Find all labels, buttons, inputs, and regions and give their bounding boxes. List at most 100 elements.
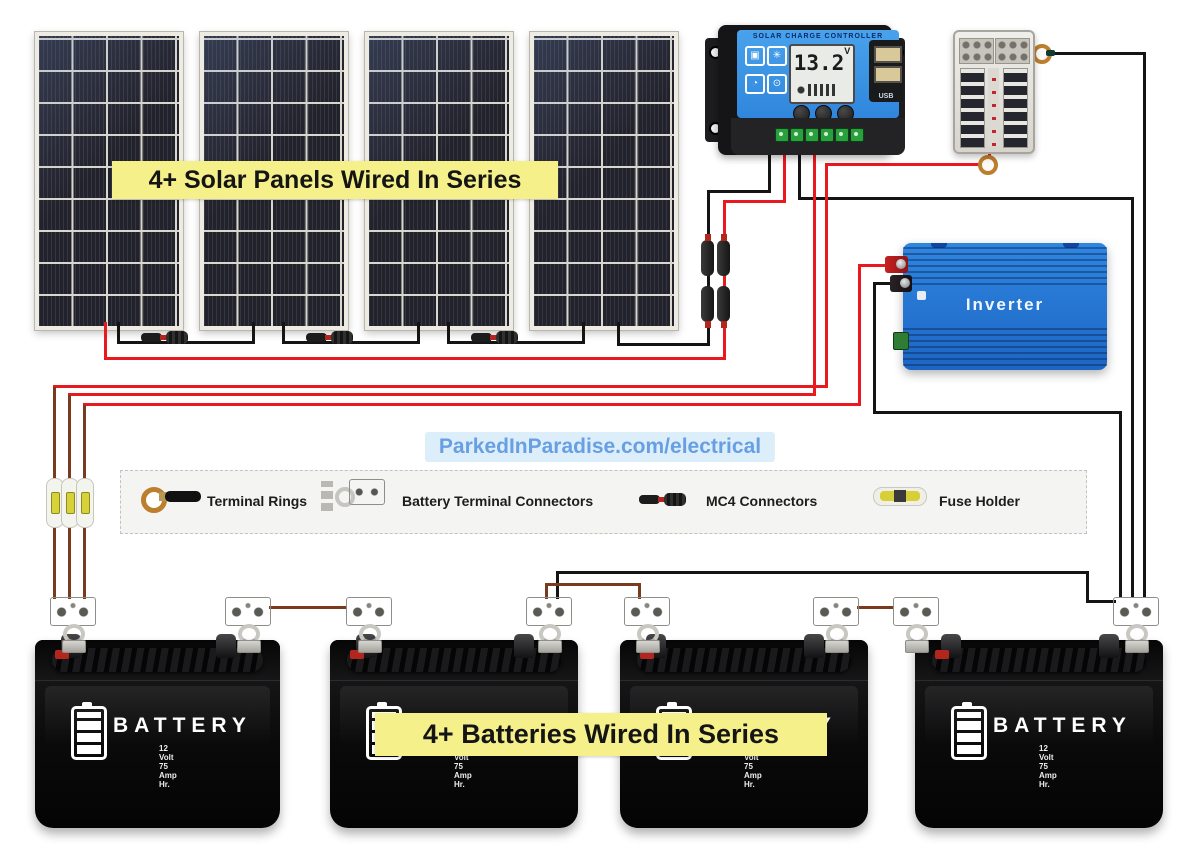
ring-crimp-icon (1046, 50, 1055, 56)
wire-series-b3-down (638, 583, 641, 599)
wire-fuseblock-positive-drop (825, 163, 828, 388)
wire-controller-pv-positive (783, 152, 786, 203)
mc4-connector (701, 286, 714, 328)
wire-panel3-positive (417, 322, 420, 344)
wire-panel2-positive (252, 322, 255, 344)
mc4-tip-icon (160, 335, 167, 340)
usb-label: USB (878, 93, 894, 100)
wire-fuseblock-negative (1050, 52, 1146, 55)
mc4-connector (717, 286, 730, 328)
wire-pv-positive-to-controller (723, 200, 785, 203)
wire-fuseblock-positive (825, 163, 985, 166)
inverter-logo-icon (917, 291, 926, 300)
battery-name: BATTERY (113, 714, 252, 737)
mc4-male-icon (471, 333, 492, 342)
mcu-icon: ▣ (745, 46, 765, 66)
wire-series-b3-b4 (857, 606, 893, 609)
connector-foot (237, 640, 261, 653)
fuseblock-terminals-right (995, 38, 1030, 64)
usb-port-icon[interactable] (874, 66, 902, 83)
battery-4: BATTERY 12 Volt 75 Amp Hr. (915, 634, 1163, 828)
battery-icon (951, 702, 987, 760)
settings-icon: ✳ (767, 46, 787, 66)
legend-label-mc4-connectors: MC4 Connectors (706, 493, 818, 509)
wire-fused-feed-1-lower (53, 524, 56, 599)
wire-battery2-tap-drop (1086, 571, 1089, 603)
fuse-indicator-spine (988, 68, 999, 146)
connector-foot (538, 640, 562, 653)
battery1-negative-connector (225, 597, 271, 653)
legend-label-terminal-rings: Terminal Rings (207, 493, 308, 509)
wire-panel4-negative (617, 322, 620, 346)
mc4-tip-icon (325, 335, 332, 340)
positive-cable-marker (350, 650, 364, 659)
battery2-positive-connector (346, 597, 392, 653)
battery-post-negative (804, 634, 824, 658)
usb-module: USB (869, 40, 903, 102)
inverter-positive-terminal (885, 256, 908, 273)
wire-panel2-negative (282, 322, 285, 344)
mc4-male-icon (141, 333, 162, 342)
wire-pv-positive-bus (104, 357, 725, 360)
fuse-column-left (960, 68, 985, 148)
connector-foot (62, 640, 86, 653)
mc4-connector-pair (306, 331, 353, 344)
wire-fused-feed-2-lower (68, 524, 71, 599)
battery3-positive-connector (624, 597, 670, 653)
mc4-connector (717, 234, 730, 276)
inverter-ground-terminal (893, 332, 909, 350)
controller-lcd: 13.2V (789, 44, 855, 104)
battery-series-banner: 4+ Batteries Wired In Series (375, 713, 827, 756)
solar-series-banner-text: 4+ Solar Panels Wired In Series (148, 165, 522, 194)
controller-body: SOLAR CHARGE CONTROLLER ▣ ✳ ◔ ⊙ 13.2V US… (718, 25, 905, 155)
wire-controller-negative-drop (1131, 197, 1134, 598)
terminal-screw-icon (775, 128, 789, 142)
terminal-ring-icon (978, 155, 998, 175)
fuse-holder (76, 478, 94, 528)
wire-fuseblock-ring-link (988, 148, 991, 160)
positive-cable-marker (935, 650, 949, 659)
mc4-connector-icon (639, 493, 686, 506)
battery-name: BATTERY (993, 714, 1132, 737)
ring-wire-icon (165, 491, 201, 502)
wire-fused-feed-1-upper (53, 387, 56, 480)
wire-battery2-tap-end (1086, 600, 1116, 603)
battery-spec: 12 Volt 75 Amp Hr. (1039, 744, 1057, 789)
wire-fused-feed-3-lower (83, 524, 86, 599)
wire-pv-negative-return (617, 343, 710, 346)
positive-cable-marker (640, 650, 654, 659)
wire-series-b1-b2 (269, 606, 346, 609)
controller-title: SOLAR CHARGE CONTROLLER (752, 33, 884, 40)
battery-1: BATTERY 12 Volt 75 Amp Hr. (35, 634, 280, 828)
solar-charge-controller: SOLAR CHARGE CONTROLLER ▣ ✳ ◔ ⊙ 13.2V US… (705, 25, 905, 155)
usb-port-icon[interactable] (874, 46, 902, 63)
wire-fused-feed-3-upper (83, 405, 86, 480)
fuseblock-terminals-left (959, 38, 994, 64)
connector-foot (1125, 640, 1149, 653)
inverter-notch (1063, 243, 1079, 248)
solar-series-banner: 4+ Solar Panels Wired In Series (112, 161, 558, 199)
wire-controller-batt-negative (798, 152, 801, 200)
wire-series-b2-up (545, 583, 548, 599)
connector-foot (905, 640, 929, 653)
legend-label-fuse-holder: Fuse Holder (939, 493, 1020, 509)
wire-positive-bus-inverter (83, 403, 861, 406)
wire-positive-bus-controller (68, 393, 816, 396)
inverter-notch (931, 243, 947, 248)
mc4-male-icon (306, 333, 327, 342)
battery3-negative-connector (813, 597, 859, 653)
wire-inverter-positive-stub (858, 264, 888, 267)
wire-series-b2-b3 (545, 583, 641, 586)
terminal-screw-icon (805, 128, 819, 142)
wire-panel1-negative (117, 322, 120, 344)
inverter-label: Inverter (965, 295, 1045, 314)
mc4-female-icon (331, 331, 353, 344)
inverter: Inverter (903, 243, 1107, 370)
terminal-screw-icon (850, 128, 864, 142)
connector-foot (358, 640, 382, 653)
legend-label-battery-terminal-connectors: Battery Terminal Connectors (402, 493, 594, 509)
wire-controller-pv-negative (768, 152, 771, 193)
wire-fuseblock-negative-drop (1143, 52, 1146, 598)
wire-inverter-negative-stub (873, 282, 893, 285)
